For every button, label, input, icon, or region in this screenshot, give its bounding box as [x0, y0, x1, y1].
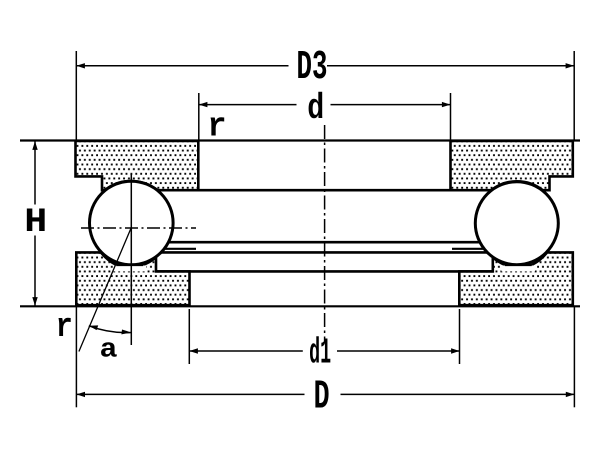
- svg-text:d: d: [307, 88, 324, 129]
- svg-text:r: r: [208, 109, 227, 147]
- svg-text:r: r: [56, 309, 73, 347]
- svg-text:d1: d1: [309, 333, 331, 374]
- svg-text:H: H: [24, 204, 47, 242]
- svg-text:a: a: [100, 336, 118, 366]
- svg-text:D3: D3: [297, 45, 328, 91]
- svg-text:D: D: [314, 375, 330, 421]
